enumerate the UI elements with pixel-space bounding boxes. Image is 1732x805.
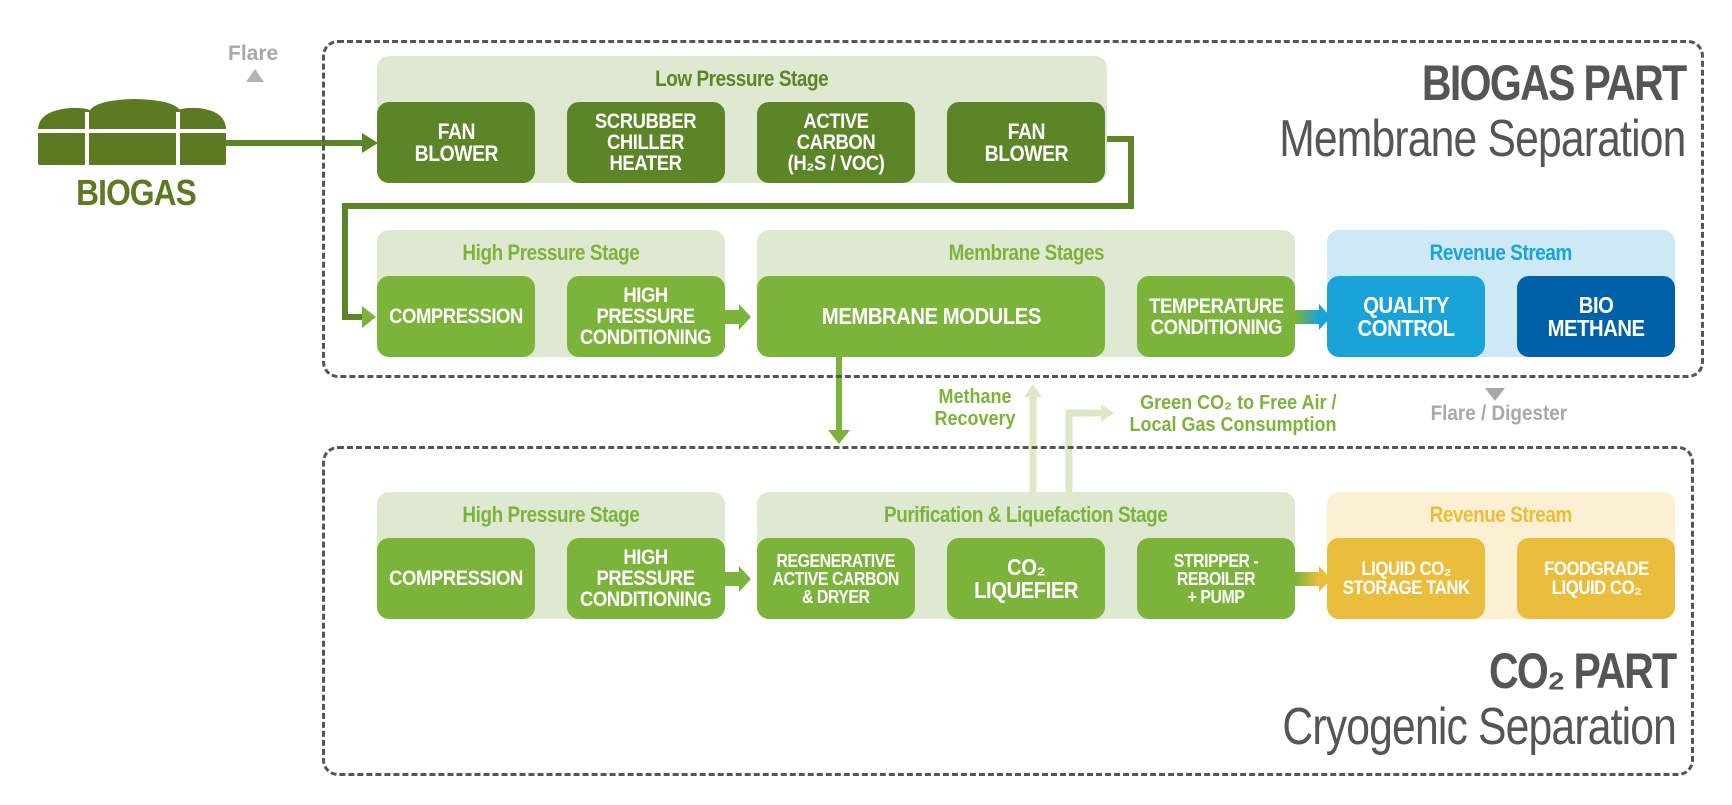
purification-stage-label: Purification & Liquefaction Stage	[884, 502, 1168, 527]
co2-liquefier-box: CO₂ LIQUEFIER	[947, 538, 1105, 619]
stripper-reboiler-box: STRIPPER - REBOILER + PUMP	[1137, 538, 1295, 619]
methane-recovery-label: Methane Recovery	[934, 386, 1016, 431]
return-arrow-head	[362, 306, 376, 328]
methane-recovery-arrow	[1024, 384, 1042, 494]
liquid-co2-storage-box: LIQUID CO₂ STORAGE TANK	[1327, 538, 1485, 619]
bp-compression-box: COMPRESSION	[377, 276, 535, 357]
scrubber-chiller-heater-box: SCRUBBER CHILLER HEATER	[567, 102, 725, 183]
flare-digester-label: Flare / Digester	[1430, 402, 1568, 425]
co2-part-subtitle: Cryogenic Separation	[1282, 698, 1676, 756]
co2-high-pressure-conditioning-box: HIGH PRESSURE CONDITIONING	[567, 538, 725, 619]
flare-arrow	[246, 69, 264, 141]
bp-high-pressure-stage-label: High Pressure Stage	[462, 240, 640, 265]
biogas-feed-arrow	[224, 133, 378, 153]
green-co2-label: Green CO₂ to Free Air / Local Gas Consum…	[1129, 392, 1337, 437]
co2-part-title: CO₂ PART	[1489, 643, 1677, 699]
regenerative-carbon-box: REGENERATIVE ACTIVE CARBON & DRYER	[757, 538, 915, 619]
biogas-label: BIOGAS	[76, 172, 197, 213]
bp-revenue-stream-label: Revenue Stream	[1429, 240, 1573, 265]
co2-transfer-arrow	[828, 354, 850, 444]
return-line	[342, 136, 1134, 320]
co2-part-region	[322, 446, 1694, 776]
active-carbon-box: ACTIVE CARBON (H₂S / VOC)	[757, 102, 915, 183]
co2-compression-box: COMPRESSION	[377, 538, 535, 619]
green-co2-arrow	[1065, 404, 1114, 494]
foodgrade-liquid-co2-box: FOODGRADE LIQUID CO₂	[1517, 538, 1675, 619]
membrane-stages-label: Membrane Stages	[948, 240, 1104, 265]
co2-revenue-stream-label: Revenue Stream	[1429, 502, 1573, 527]
fan-blower-2-box: FAN BLOWER	[947, 102, 1105, 183]
to-quality-arrow	[1295, 304, 1331, 330]
co2-high-pressure-stage-label: High Pressure Stage	[462, 502, 640, 527]
biogas-part-title: BIOGAS PART	[1422, 55, 1687, 111]
biogas-part-region	[322, 40, 1704, 378]
quality-control-box: QUALITY CONTROL	[1327, 276, 1485, 357]
to-storage-arrow	[1295, 566, 1331, 592]
fan-blower-box: FAN BLOWER	[377, 102, 535, 183]
temperature-conditioning-box: TEMPERATURE CONDITIONING	[1137, 276, 1295, 357]
biogas-part-subtitle: Membrane Separation	[1279, 110, 1687, 168]
bio-methane-box: BIO METHANE	[1517, 276, 1675, 357]
flare-label: Flare	[228, 42, 279, 65]
membrane-modules-box: MEMBRANE MODULES	[757, 276, 1105, 357]
low-pressure-stage-label: Low Pressure Stage	[655, 66, 829, 91]
bp-high-pressure-conditioning-box: HIGH PRESSURE CONDITIONING	[567, 276, 725, 357]
